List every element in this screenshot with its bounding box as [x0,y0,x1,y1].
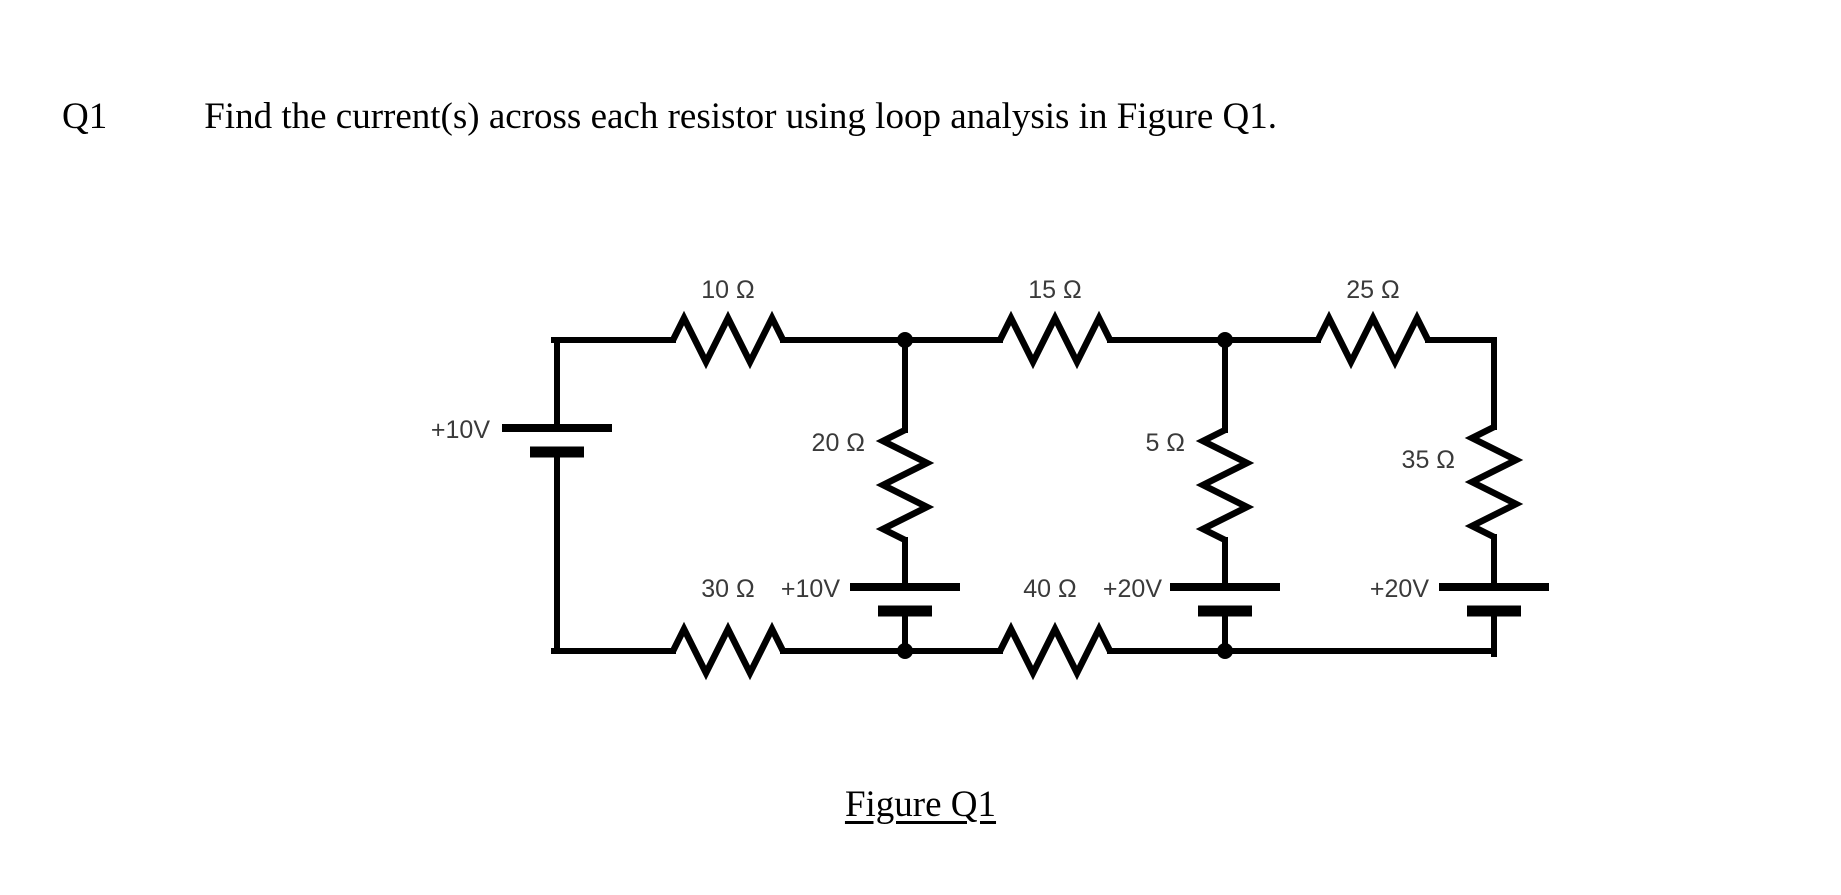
label-resistor-30ohm: 30 Ω [701,575,754,603]
label-source-left: +10V [431,416,490,444]
resistor-15ohm-symbol [997,310,1113,370]
label-resistor-15ohm: 15 Ω [1028,276,1081,304]
figure-caption-text: Figure Q1 [844,784,997,825]
resistor-25ohm-symbol [1315,310,1431,370]
resistor-20ohm-symbol [875,427,935,543]
resistor-35ohm-symbol [1464,424,1524,540]
label-resistor-10ohm: 10 Ω [701,276,754,304]
label-source-branch2: +20V [1103,575,1162,603]
label-resistor-5ohm: 5 Ω [1145,429,1185,457]
question-text: Find the current(s) across each resistor… [204,96,1278,137]
resistor-10ohm-symbol [670,310,786,370]
label-resistor-40ohm: 40 Ω [1023,575,1076,603]
label-resistor-25ohm: 25 Ω [1346,276,1399,304]
figure-caption: Figure Q1 [0,783,1841,826]
circuit-diagram-svg: +10V 20 Ω +10V [431,276,1549,681]
resistor-30ohm-symbol [670,621,786,681]
label-source-branch3: +20V [1370,575,1429,603]
wire-top-right-corner [1425,337,1497,430]
label-source-branch1: +10V [781,575,840,603]
circuit-figure: +10V 20 Ω +10V [0,190,1841,710]
label-resistor-35ohm: 35 Ω [1402,446,1455,474]
question-line: Q1 Find the current(s) across each resis… [62,96,1277,139]
label-resistor-20ohm: 20 Ω [812,429,865,457]
resistor-5ohm-symbol [1195,427,1255,543]
question-number: Q1 [62,96,108,137]
resistor-40ohm-symbol [997,621,1113,681]
